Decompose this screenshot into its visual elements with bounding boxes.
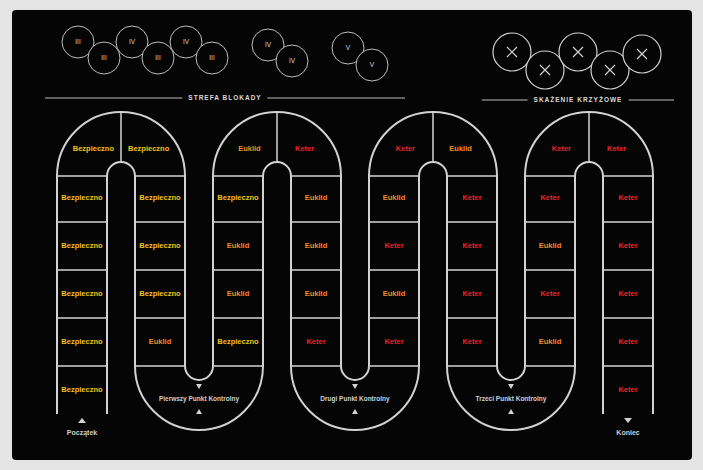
zone-title: STREFA BLOKADY <box>182 94 267 103</box>
cell-label: Bezpieczno <box>217 338 258 346</box>
cell-label: Keter <box>462 338 481 346</box>
cell-label: Keter <box>384 338 403 346</box>
cross-symbols <box>507 47 647 75</box>
checkpoint-marker <box>196 409 202 414</box>
roman-numeral: IV <box>129 39 135 46</box>
cell-label: Keter <box>462 194 481 202</box>
cell-label: Keter <box>618 194 637 202</box>
blockade-space <box>142 42 174 74</box>
checkpoint-marker <box>352 409 358 414</box>
cell-label: Keter <box>618 386 637 394</box>
cell-label: Bezpieczno <box>139 194 180 202</box>
checkpoint-marker <box>352 384 358 389</box>
checkpoint-label: Pierwszy Punkt Kontrolny <box>159 396 239 403</box>
cell-label: Keter <box>295 145 314 153</box>
checkpoint-marker <box>508 409 514 414</box>
cell-label: Bezpieczno <box>61 242 102 250</box>
cell-label: Euklid <box>305 242 328 250</box>
cell-label: Bezpieczno <box>61 338 102 346</box>
checkpoint-marker <box>196 384 202 389</box>
cell-label: Keter <box>618 338 637 346</box>
cell-label: Euklid <box>305 194 328 202</box>
cell-label: Bezpieczno <box>139 242 180 250</box>
cell-label: Euklid <box>539 242 562 250</box>
cell-label: Keter <box>618 242 637 250</box>
cell-label: Keter <box>618 290 637 298</box>
cell-label: Keter <box>607 145 626 153</box>
roman-numeral: III <box>75 39 80 46</box>
cell-label: Euklid <box>383 194 406 202</box>
start-label: Początek <box>67 429 97 436</box>
roman-numeral: IV <box>183 39 189 46</box>
cell-label: Euklid <box>449 145 472 153</box>
cell-label: Euklid <box>238 145 261 153</box>
cell-label: Euklid <box>383 290 406 298</box>
board <box>12 10 692 460</box>
cell-label: Bezpieczno <box>61 386 102 394</box>
blockade-space <box>356 49 388 81</box>
roman-numeral: V <box>346 45 350 52</box>
cell-label: Keter <box>306 338 325 346</box>
cell-label: Keter <box>552 145 571 153</box>
blockade-circles <box>62 26 388 81</box>
blockade-space <box>276 45 308 77</box>
cell-label: Bezpieczno <box>139 290 180 298</box>
cell-label: Bezpieczno <box>73 145 114 153</box>
cell-label: Keter <box>462 242 481 250</box>
cell-label: Bezpieczno <box>128 145 169 153</box>
roman-numeral: III <box>101 55 106 62</box>
track-fill <box>82 137 628 414</box>
contamination-circles <box>493 33 661 89</box>
blockade-space <box>88 42 120 74</box>
roman-numeral: V <box>370 62 374 69</box>
cell-label: Keter <box>540 194 559 202</box>
checkpoint-label: Trzeci Punkt Kontrolny <box>476 396 547 403</box>
cell-label: Bezpieczno <box>61 290 102 298</box>
zone-title: SKAŻENIE KRZYŻOWE <box>528 96 629 105</box>
cell-label: Euklid <box>305 290 328 298</box>
cell-label: Keter <box>462 290 481 298</box>
start-marker <box>78 418 86 423</box>
cell-label: Keter <box>384 242 403 250</box>
cell-label: Keter <box>540 290 559 298</box>
blockade-space <box>196 42 228 74</box>
cell-dividers <box>58 112 652 366</box>
cell-label: Euklid <box>227 290 250 298</box>
roman-numeral: III <box>155 55 160 62</box>
cell-label: Keter <box>396 145 415 153</box>
track-outline <box>82 137 628 414</box>
roman-numeral: III <box>209 55 214 62</box>
roman-numeral: IV <box>265 42 271 49</box>
cell-label: Bezpieczno <box>61 194 102 202</box>
checkpoint-marker <box>508 384 514 389</box>
cell-label: Bezpieczno <box>217 194 258 202</box>
cell-label: Euklid <box>227 242 250 250</box>
end-label: Koniec <box>616 429 639 436</box>
checkpoint-label: Drugi Punkt Kontrolny <box>320 396 389 403</box>
cell-label: Euklid <box>149 338 172 346</box>
end-marker <box>624 418 632 423</box>
cell-label: Euklid <box>539 338 562 346</box>
track-markers <box>78 384 632 423</box>
roman-numeral: IV <box>289 58 295 65</box>
